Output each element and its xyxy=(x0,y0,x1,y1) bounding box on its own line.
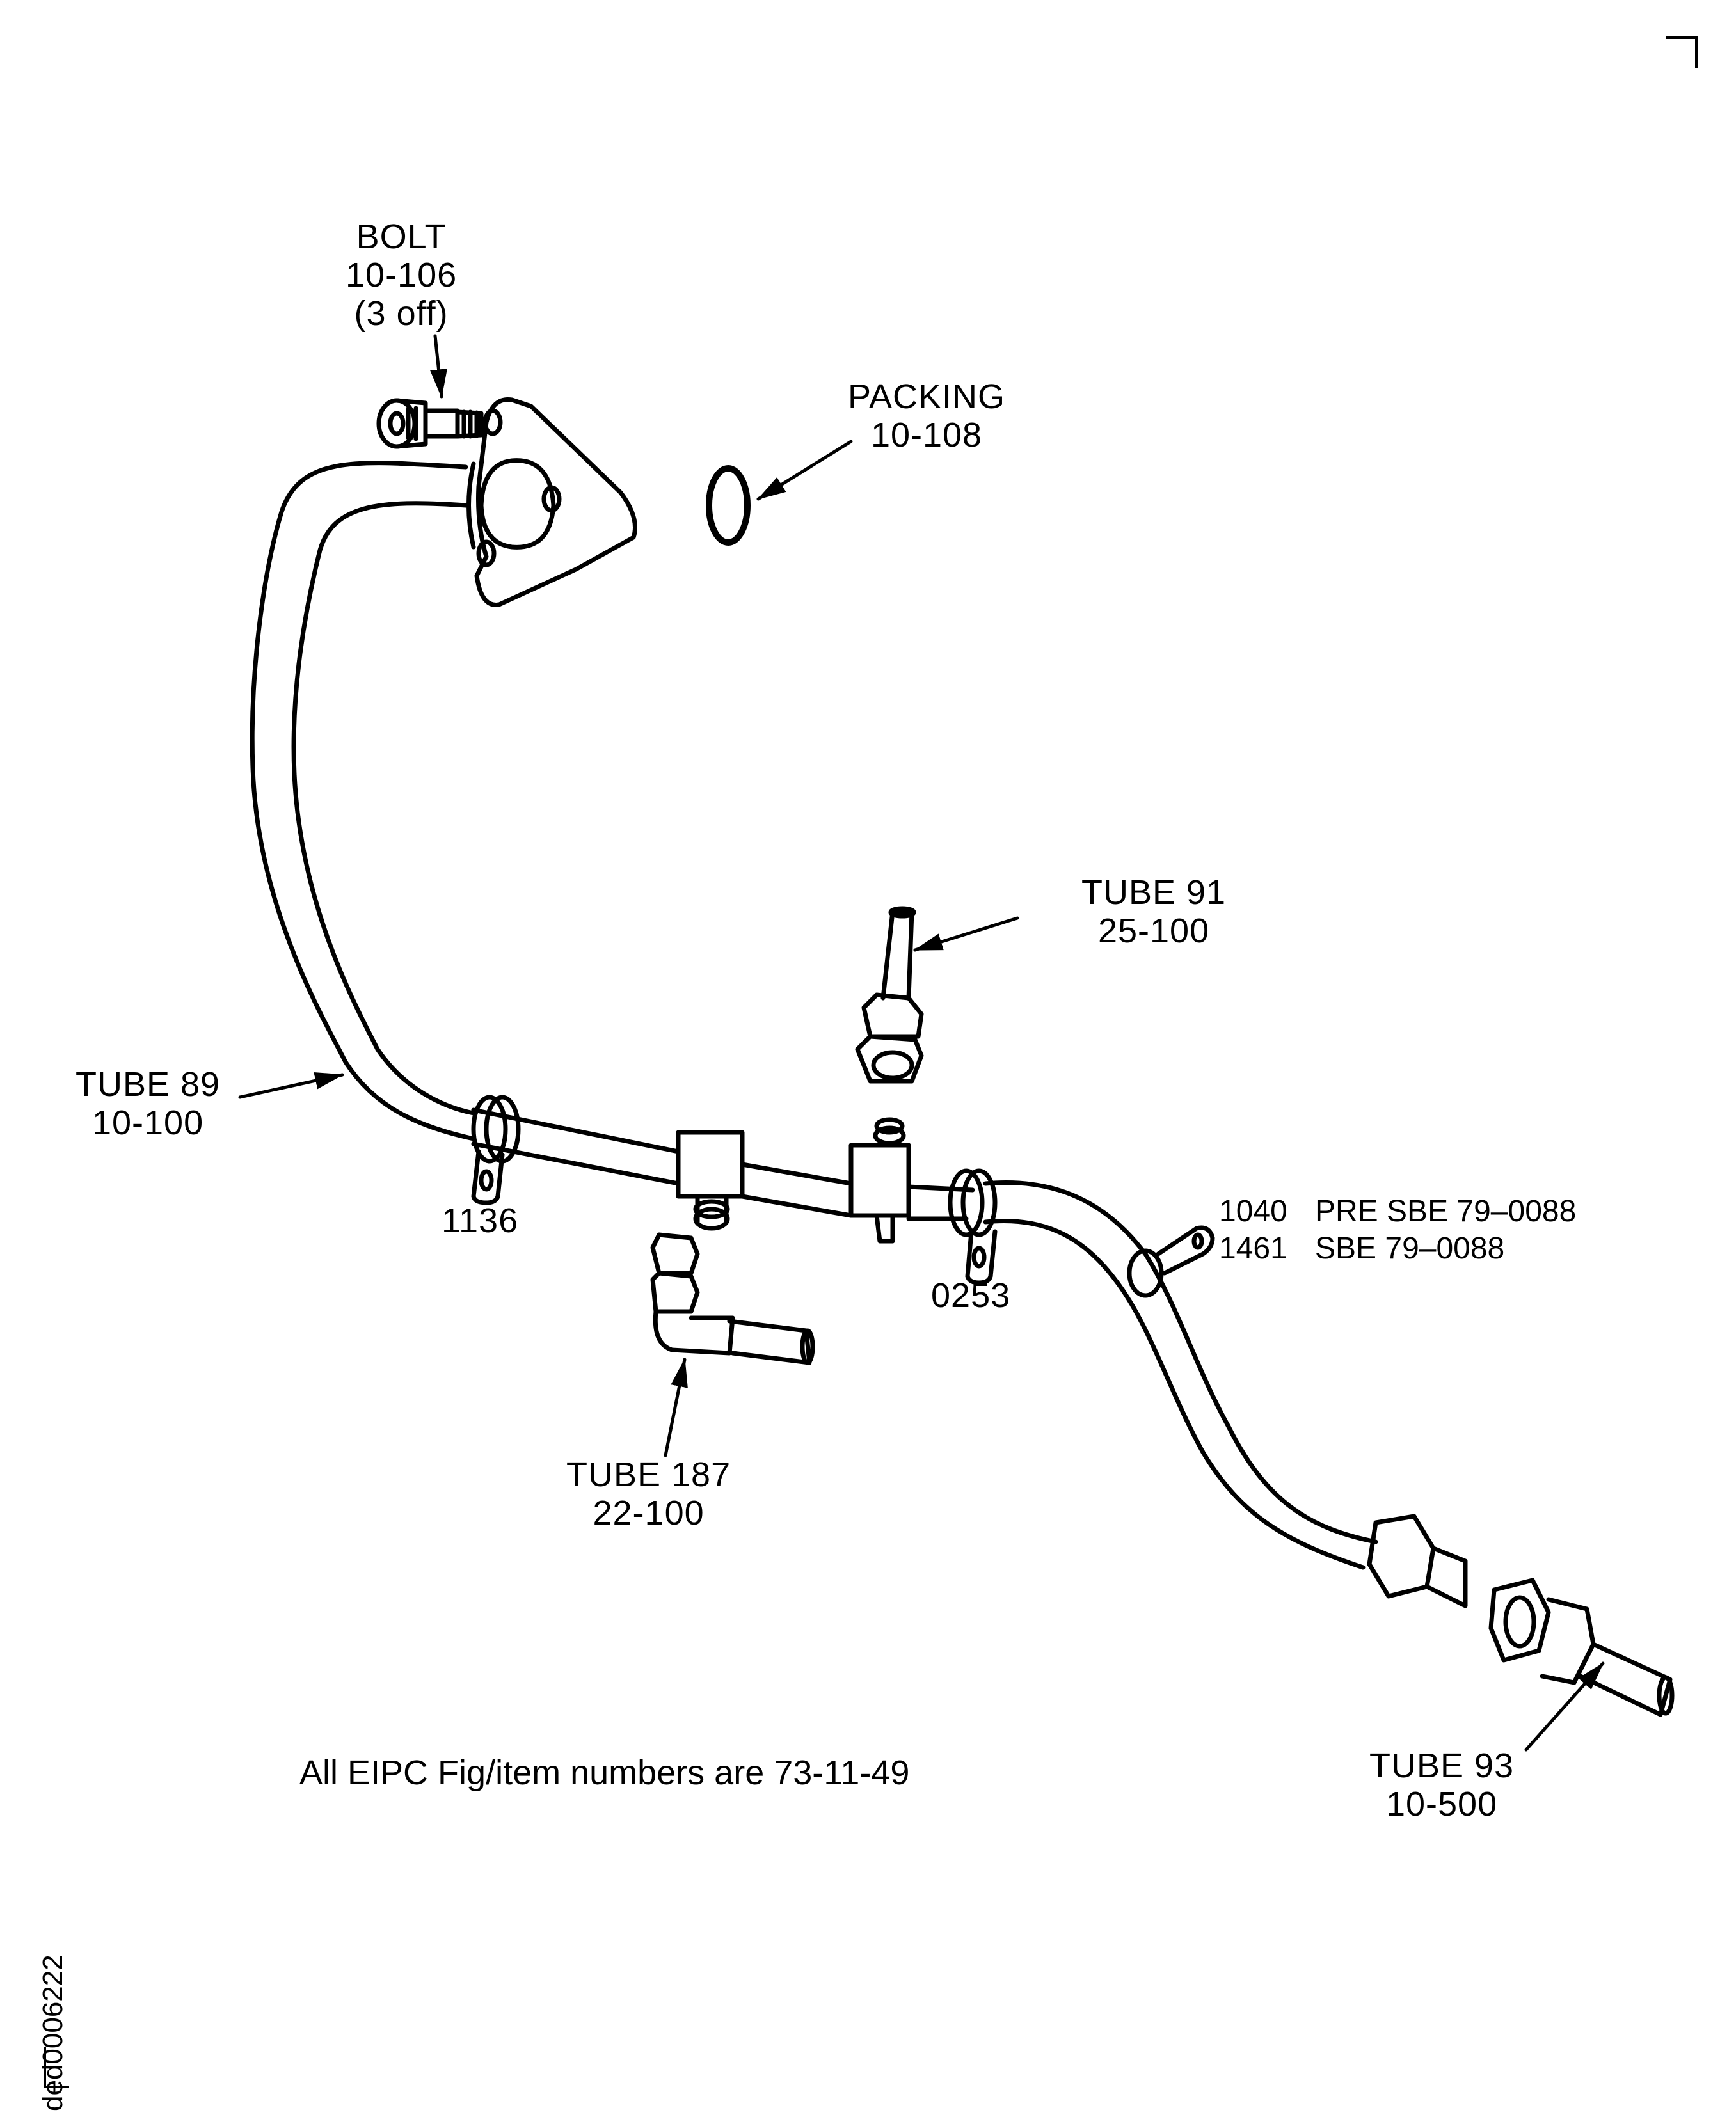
bolt-name: BOLT xyxy=(356,218,447,256)
sbe-row: 1040 PRE SBE 79–0088 xyxy=(1219,1193,1576,1230)
leader-tube-91 xyxy=(913,916,1019,952)
tube-93-ref: 10-500 xyxy=(1385,1785,1498,1823)
tube-89-end-fitting xyxy=(1367,1514,1468,1608)
callout-packing: PACKING 10-108 xyxy=(848,377,1005,454)
tube-89-name: TUBE 89 xyxy=(76,1065,221,1104)
leader-tube-187 xyxy=(664,1358,688,1457)
tube-93-part xyxy=(1488,1578,1675,1717)
packing-name: PACKING xyxy=(848,377,1006,416)
crop-mark-bottom-left xyxy=(44,2047,69,2088)
leader-bolt xyxy=(430,334,447,399)
tube-93-name: TUBE 93 xyxy=(1369,1747,1515,1785)
tube-187-part xyxy=(650,1232,815,1365)
leader-tube-93 xyxy=(1524,1661,1605,1752)
flange-part xyxy=(466,397,637,607)
figure-footnote: All EIPC Fig/item numbers are 73-11-49 xyxy=(299,1754,910,1792)
packing-ref: 10-108 xyxy=(870,416,983,454)
bolt-qty: (3 off) xyxy=(354,294,449,333)
callout-tube-91: TUBE 91 25-100 xyxy=(1081,873,1226,950)
callout-tube-187: TUBE 187 22-100 xyxy=(566,1455,731,1532)
clip-1136 xyxy=(471,1095,521,1205)
sbe-row: 1461 SBE 79–0088 xyxy=(1219,1230,1576,1267)
tube-89-lower-run xyxy=(983,1180,1378,1570)
clip-0253-label: 0253 xyxy=(931,1276,1011,1315)
tube-187-ref: 22-100 xyxy=(593,1494,705,1532)
bolt-part xyxy=(376,398,484,449)
tube-187-name: TUBE 187 xyxy=(566,1455,731,1494)
tube-91-ref: 25-100 xyxy=(1097,912,1210,950)
sbe-part-number: 1461 xyxy=(1219,1232,1287,1265)
callout-tube-93: TUBE 93 10-500 xyxy=(1369,1747,1514,1823)
tube-91-part xyxy=(855,906,924,1084)
bolt-ref: 10-106 xyxy=(346,256,458,294)
crop-mark-top-right xyxy=(1666,36,1698,68)
callout-clip-0253: 0253 xyxy=(931,1276,1010,1315)
sbe-applicability-table: 1040 PRE SBE 79–0088 1461 SBE 79–0088 xyxy=(1219,1193,1576,1267)
leader-packing xyxy=(756,440,853,501)
sbe-status: SBE 79–0088 xyxy=(1315,1232,1505,1265)
callout-bolt: BOLT 10-106 (3 off) xyxy=(346,218,457,333)
tee-fitting-2 xyxy=(848,1117,911,1244)
leader-tube-89 xyxy=(238,1072,344,1099)
packing-o-ring xyxy=(706,465,751,546)
tube-89-part xyxy=(250,461,975,1221)
sbe-status: PRE SBE 79–0088 xyxy=(1315,1194,1577,1228)
clip-0253 xyxy=(948,1168,998,1285)
tube-91-name: TUBE 91 xyxy=(1081,873,1227,912)
callout-tube-89: TUBE 89 10-100 xyxy=(76,1065,220,1142)
clip-1136-label: 1136 xyxy=(442,1201,519,1240)
tube-89-ref: 10-100 xyxy=(92,1104,204,1142)
sbe-part-number: 1040 xyxy=(1219,1194,1287,1228)
tee-fitting xyxy=(676,1130,745,1231)
callout-clip-1136: 1136 xyxy=(442,1201,518,1240)
